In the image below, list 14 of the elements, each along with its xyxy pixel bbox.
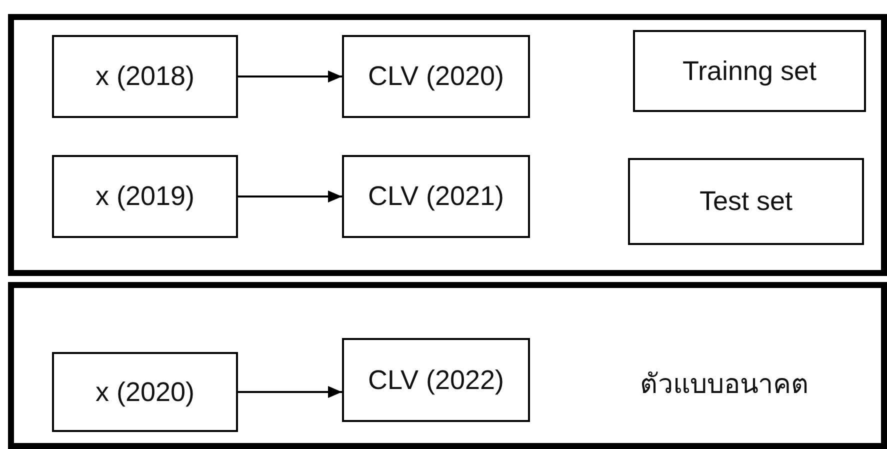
process-box: x (2018)	[52, 35, 238, 118]
text-label: ตัวแบบอนาคต	[640, 368, 809, 401]
arrow	[238, 190, 342, 202]
process-box: CLV (2021)	[342, 155, 530, 238]
process-box: CLV (2020)	[342, 35, 530, 118]
process-box: x (2019)	[52, 155, 238, 238]
arrow	[238, 386, 342, 398]
panel	[8, 282, 887, 449]
process-box: Test set	[628, 158, 864, 245]
process-box: x (2020)	[52, 352, 238, 432]
arrow	[238, 70, 342, 82]
process-box: CLV (2022)	[342, 338, 530, 422]
panel	[8, 14, 887, 276]
process-box: Trainng set	[633, 30, 866, 112]
